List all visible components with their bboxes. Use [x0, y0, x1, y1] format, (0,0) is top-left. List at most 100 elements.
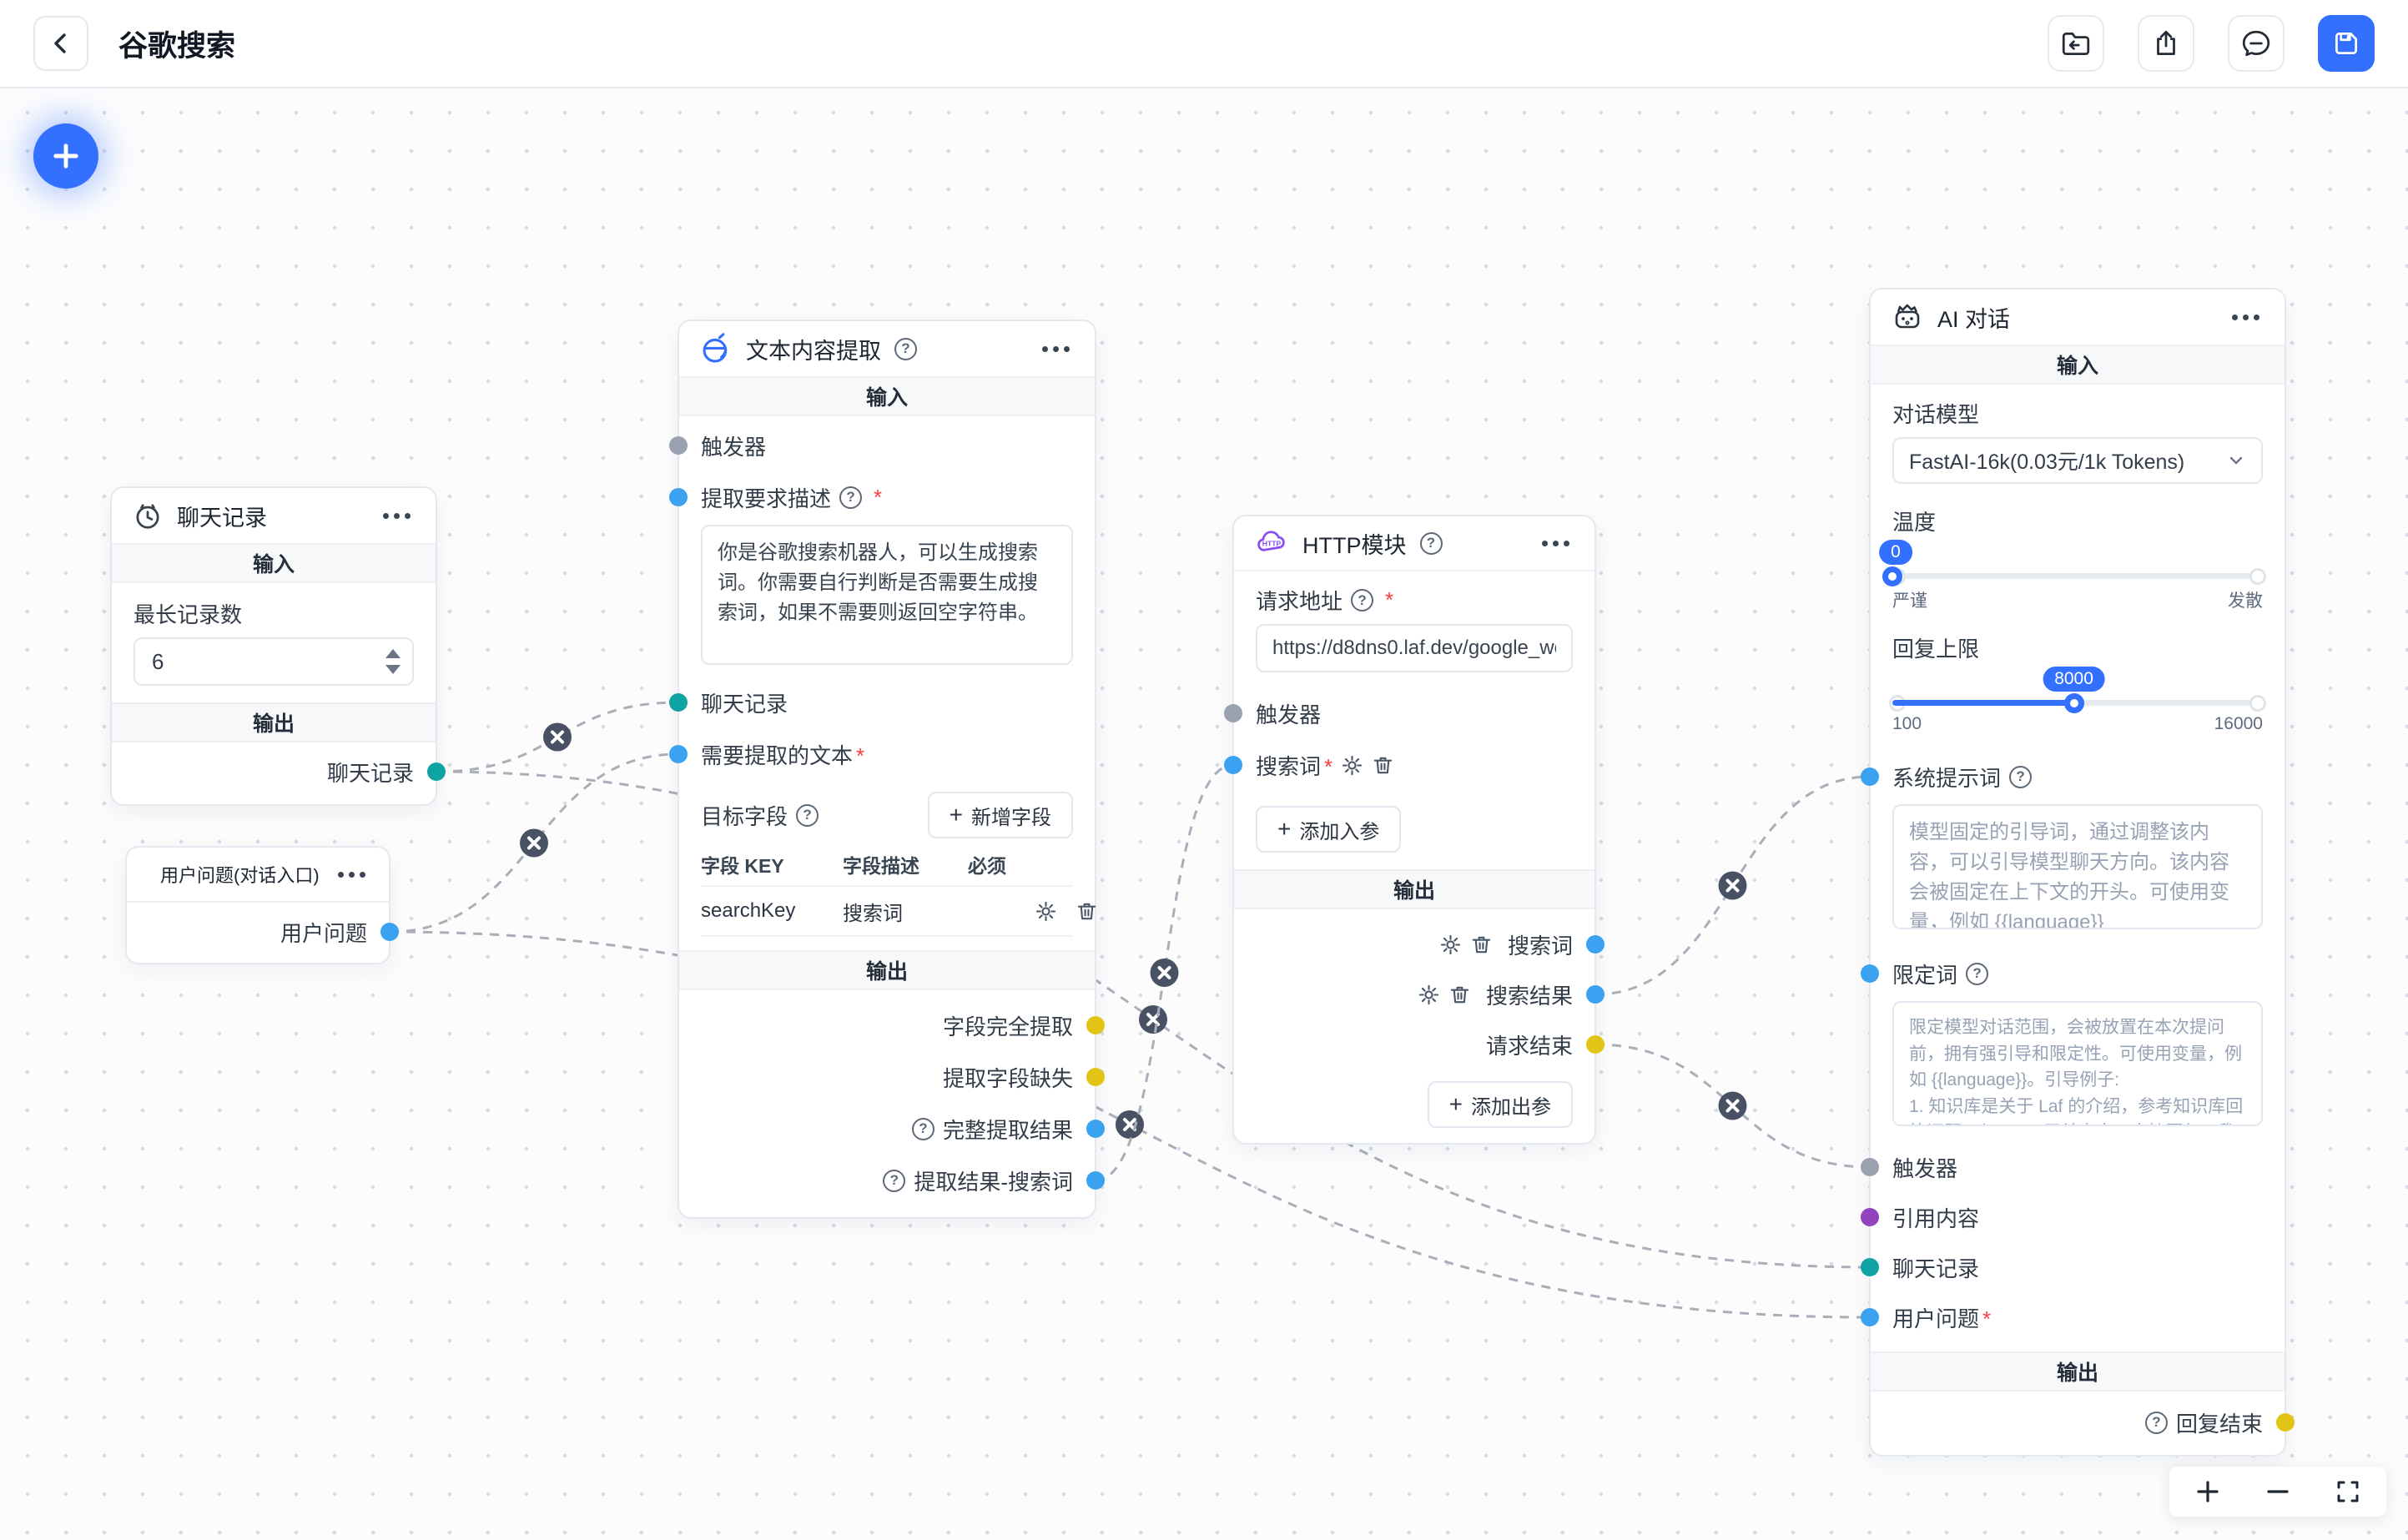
- edit-param-button[interactable]: [1439, 934, 1462, 956]
- help-icon[interactable]: [1351, 589, 1374, 611]
- node-menu-button[interactable]: [378, 508, 416, 524]
- url-input[interactable]: [1256, 624, 1573, 672]
- delete-edge-badge[interactable]: [1116, 1110, 1144, 1139]
- help-icon[interactable]: [894, 337, 917, 360]
- target-fields-row: 目标字段 + 新增字段: [679, 792, 1095, 838]
- help-icon[interactable]: [2009, 765, 2033, 788]
- node-menu-button[interactable]: [1537, 536, 1574, 551]
- url-label-row: 请求地址: [1234, 585, 1594, 616]
- trash-icon: [1077, 903, 1096, 919]
- delete-param-button[interactable]: [1448, 984, 1471, 1006]
- port-http-search-out[interactable]: [1586, 935, 1604, 954]
- zoom-in-button[interactable]: [2191, 1475, 2224, 1508]
- add-output-param-button[interactable]: + 添加出参: [1427, 1081, 1573, 1128]
- help-icon[interactable]: [1966, 962, 1989, 985]
- help-icon[interactable]: [2144, 1411, 2168, 1434]
- fullscreen-button[interactable]: [2331, 1475, 2365, 1508]
- delete-param-button[interactable]: [1372, 754, 1394, 777]
- node-chat-history-header[interactable]: 聊天记录: [112, 488, 436, 543]
- add-node-button[interactable]: [33, 123, 98, 189]
- port-ai-history[interactable]: [1861, 1258, 1879, 1276]
- edit-param-button[interactable]: [1418, 984, 1440, 1006]
- input-label: 限定词: [1892, 962, 1958, 988]
- output-label: 提取字段缺失: [942, 1065, 1073, 1091]
- port-extract-desc[interactable]: [669, 488, 688, 506]
- page-title: 谷歌搜索: [118, 29, 236, 63]
- output-row-missing: 提取字段缺失: [679, 1055, 1105, 1099]
- node-http[interactable]: HTTP HTTP模块 请求地址 触发器 搜索词 +: [1224, 515, 1604, 1145]
- port-ai-question[interactable]: [1861, 1308, 1879, 1326]
- reply-limit-slider[interactable]: 8000 100 16000: [1892, 667, 2263, 734]
- port-extract-result[interactable]: [1086, 1120, 1105, 1138]
- slider-thumb[interactable]: [1882, 566, 1902, 586]
- back-button[interactable]: [33, 16, 88, 71]
- port-ai-trigger[interactable]: [1861, 1158, 1879, 1176]
- edit-field-button[interactable]: [1035, 900, 1057, 923]
- port-extract-missing[interactable]: [1086, 1068, 1105, 1086]
- node-http-header[interactable]: HTTP HTTP模块: [1234, 516, 1594, 571]
- help-icon[interactable]: [1419, 531, 1443, 555]
- edit-param-button[interactable]: [1341, 754, 1363, 777]
- add-field-button[interactable]: + 新增字段: [927, 792, 1073, 838]
- delete-param-button[interactable]: [1470, 934, 1493, 956]
- zoom-out-button[interactable]: [2261, 1475, 2295, 1508]
- port-ai-limit[interactable]: [1861, 964, 1879, 983]
- node-menu-button[interactable]: [333, 867, 370, 883]
- port-http-search-in[interactable]: [1224, 756, 1242, 774]
- export-button[interactable]: [2138, 15, 2194, 72]
- node-user-question[interactable]: 用户问题(对话入口) 用户问题: [125, 846, 399, 964]
- port-ai-done-out[interactable]: [2276, 1413, 2295, 1432]
- model-select[interactable]: FastAI-16k(0.03元/1k Tokens): [1892, 437, 2263, 484]
- step-up-icon[interactable]: [385, 649, 400, 658]
- max-records-input[interactable]: [133, 637, 414, 686]
- delete-field-button[interactable]: [1076, 900, 1098, 923]
- port-http-trigger[interactable]: [1224, 704, 1242, 722]
- delete-edge-badge[interactable]: [1150, 959, 1179, 987]
- port-extract-full[interactable]: [1086, 1016, 1105, 1034]
- chevron-left-icon: [54, 33, 66, 53]
- node-chat-history[interactable]: 聊天记录 输入 最长记录数 输出 聊天记录: [110, 486, 446, 806]
- port-extract-trigger[interactable]: [669, 436, 688, 455]
- temperature-slider[interactable]: 0 严谨 发散: [1879, 540, 2263, 612]
- port-ai-system[interactable]: [1861, 767, 1879, 786]
- node-menu-button[interactable]: [2227, 310, 2264, 325]
- node-text-extract[interactable]: 文本内容提取 输入 触发器 提取要求描述 你是谷歌搜索机器人，可以生成搜索词。你…: [669, 320, 1105, 1219]
- delete-edge-badge[interactable]: [1139, 1005, 1167, 1034]
- node-user-question-header[interactable]: 用户问题(对话入口): [127, 848, 389, 903]
- port-user-question-out[interactable]: [380, 923, 399, 941]
- help-icon[interactable]: [796, 803, 819, 827]
- save-button[interactable]: [2318, 15, 2375, 72]
- help-icon[interactable]: [883, 1169, 906, 1192]
- import-app-button[interactable]: [2048, 15, 2104, 72]
- port-extract-history[interactable]: [669, 693, 688, 712]
- port-ai-quote[interactable]: [1861, 1208, 1879, 1226]
- port-chat-history-out[interactable]: [427, 762, 446, 781]
- delete-edge-badge[interactable]: [1718, 1091, 1747, 1120]
- slider-rail[interactable]: [1892, 692, 2263, 713]
- slider-rail[interactable]: [1882, 566, 2263, 586]
- number-stepper[interactable]: [385, 649, 400, 674]
- delete-edge-badge[interactable]: [543, 722, 572, 752]
- delete-edge-badge[interactable]: [1718, 871, 1747, 900]
- add-input-param-button[interactable]: + 添加入参: [1256, 806, 1402, 853]
- port-extract-text[interactable]: [669, 745, 688, 763]
- chat-debug-button[interactable]: [2228, 15, 2285, 72]
- extract-desc-textarea[interactable]: 你是谷歌搜索机器人，可以生成搜索词。你需要自行判断是否需要生成搜索词，如果不需要…: [701, 525, 1073, 665]
- limit-words-textarea[interactable]: [1892, 1001, 2263, 1126]
- help-icon[interactable]: [911, 1117, 934, 1140]
- output-label: 回复结束: [2175, 1411, 2263, 1437]
- input-row-question: 用户问题: [1861, 1298, 2285, 1336]
- help-icon[interactable]: [839, 486, 863, 509]
- step-down-icon[interactable]: [385, 665, 400, 674]
- node-ai-chat[interactable]: AI 对话 输入 对话模型 FastAI-16k(0.03元/1k Tokens…: [1861, 288, 2295, 1457]
- slider-thumb[interactable]: [2063, 692, 2084, 713]
- node-menu-button[interactable]: [1037, 341, 1075, 357]
- node-ai-chat-header[interactable]: AI 对话: [1871, 289, 2285, 345]
- port-http-result-out[interactable]: [1586, 985, 1604, 1004]
- system-prompt-textarea[interactable]: [1892, 804, 2263, 929]
- port-http-done-out[interactable]: [1586, 1035, 1604, 1054]
- flow-canvas[interactable]: 聊天记录 输入 最长记录数 输出 聊天记录 用户问题(对话入口): [0, 88, 2408, 1540]
- node-text-extract-header[interactable]: 文本内容提取: [679, 321, 1095, 376]
- delete-edge-badge[interactable]: [520, 828, 548, 858]
- port-extract-searchkey[interactable]: [1086, 1171, 1105, 1190]
